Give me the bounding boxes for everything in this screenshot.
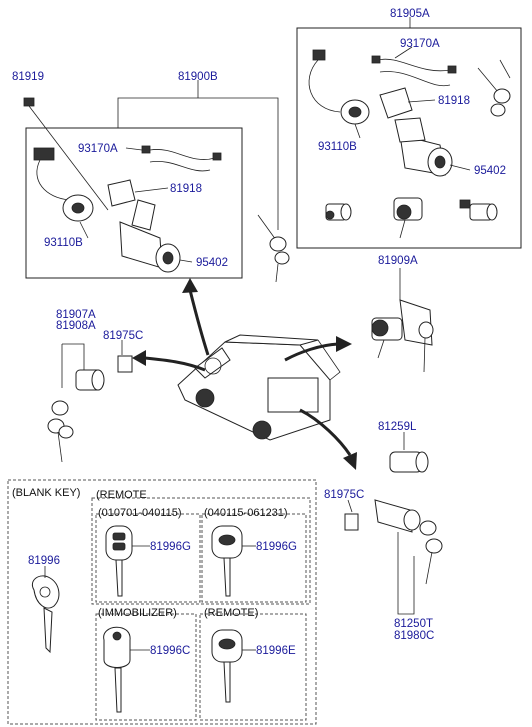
cylinder-icon bbox=[325, 203, 352, 221]
date-range-1: (010701-040115) bbox=[98, 507, 182, 519]
assembly-box-81905A bbox=[296, 27, 522, 249]
cylinder-icon bbox=[374, 499, 413, 533]
remote-group-box bbox=[91, 497, 311, 605]
cylinder-icon bbox=[459, 199, 498, 221]
wheel-icon bbox=[195, 388, 215, 408]
connector-icon bbox=[33, 147, 55, 161]
arrows bbox=[132, 278, 357, 470]
part-number-81996E: 81996E bbox=[256, 645, 296, 657]
part-number-93170A: 93170A bbox=[400, 38, 440, 50]
remote-group-label: (REMOTE bbox=[96, 489, 147, 501]
cylinder-icon bbox=[393, 197, 423, 239]
screw-81919-icon bbox=[23, 97, 35, 107]
part-number-81918: 81918 bbox=[170, 183, 202, 195]
part-number-81907A: 81907A bbox=[56, 309, 96, 321]
part-number-81975C: 81975C bbox=[103, 330, 143, 342]
key-panel-outer-box bbox=[7, 479, 317, 725]
key-icon bbox=[51, 400, 69, 416]
remote-key-icon bbox=[211, 525, 243, 597]
blank-key-icon bbox=[32, 575, 60, 654]
lock-body-95402-icon bbox=[119, 221, 163, 269]
switch-81918-icon bbox=[379, 87, 413, 119]
van-illustration bbox=[177, 334, 341, 441]
key-icon bbox=[419, 520, 437, 536]
remote-box-2 bbox=[201, 513, 307, 603]
remote-key-icon bbox=[105, 525, 133, 597]
part-number-81975C: 81975C bbox=[324, 489, 364, 501]
part-number-81996G: 81996G bbox=[256, 541, 297, 553]
part-number-81250T: 81250T bbox=[394, 618, 433, 630]
part-number-81996: 81996 bbox=[28, 555, 60, 567]
part-number-81908A: 81908A bbox=[56, 320, 96, 332]
wire-harness-icon bbox=[308, 59, 341, 113]
remote-label-2: (REMOTE) bbox=[204, 607, 258, 619]
part-number-93110B: 93110B bbox=[44, 237, 83, 249]
key-icon bbox=[493, 88, 511, 104]
part-number-93110B: 93110B bbox=[318, 141, 357, 153]
remote-box-3 bbox=[199, 613, 307, 721]
arrow-right-icon bbox=[284, 342, 339, 362]
immobilizer-box bbox=[95, 613, 197, 721]
date-range-2: (040115-061231) bbox=[204, 507, 288, 519]
part-number-95402: 95402 bbox=[196, 257, 228, 269]
remote-box-1 bbox=[95, 513, 201, 603]
arrow-up-icon bbox=[188, 289, 210, 356]
part-number-81900B: 81900B bbox=[178, 71, 218, 83]
key-icon bbox=[418, 321, 434, 339]
assembly-81905A: 81905A 93170A 81918 93110B 95402 bbox=[296, 8, 522, 249]
connector-icon bbox=[312, 49, 326, 61]
assembly-81909A: 81909A bbox=[371, 255, 434, 373]
immobilizer-label: (IMMOBILIZER) bbox=[98, 607, 177, 619]
key-icon bbox=[269, 236, 287, 252]
arrow-left-icon bbox=[144, 356, 206, 372]
part-number-81909A: 81909A bbox=[378, 255, 418, 267]
clip-81975C-icon bbox=[117, 355, 133, 373]
part-number-93170A: 93170A bbox=[78, 143, 118, 155]
part-number-81259L: 81259L bbox=[378, 421, 417, 433]
assembly-81900B: 81919 81900B 93170A 81918 93110B 95402 bbox=[12, 71, 290, 283]
part-number-81996G: 81996G bbox=[150, 541, 191, 553]
remote-key-icon bbox=[211, 629, 243, 703]
assembly-box-81900B bbox=[25, 127, 243, 279]
part-number-81980C: 81980C bbox=[394, 630, 434, 642]
blank-key-label: (BLANK KEY) bbox=[12, 487, 80, 499]
part-number-81918: 81918 bbox=[438, 95, 470, 107]
clip-81975C-icon bbox=[344, 513, 359, 531]
arrow-down-icon bbox=[299, 408, 352, 456]
wire-93170A-icon bbox=[377, 58, 451, 72]
wire-93170A-icon bbox=[149, 149, 216, 160]
wheel-icon bbox=[252, 420, 272, 440]
part-number-81905A: 81905A bbox=[390, 8, 430, 20]
switch-81918-icon bbox=[107, 179, 136, 207]
part-number-81996C: 81996C bbox=[150, 645, 190, 657]
assembly-81907A: 81907A 81908A 81975C bbox=[47, 309, 143, 463]
immobilizer-key-icon bbox=[103, 626, 131, 713]
assembly-81250T: 81259L 81975C 81250T 81980C bbox=[324, 421, 443, 642]
part-number-81919: 81919 bbox=[12, 71, 44, 83]
part-number-95402: 95402 bbox=[474, 165, 506, 177]
key-panel: (BLANK KEY) (REMOTE (010701-040115) (040… bbox=[7, 479, 317, 725]
